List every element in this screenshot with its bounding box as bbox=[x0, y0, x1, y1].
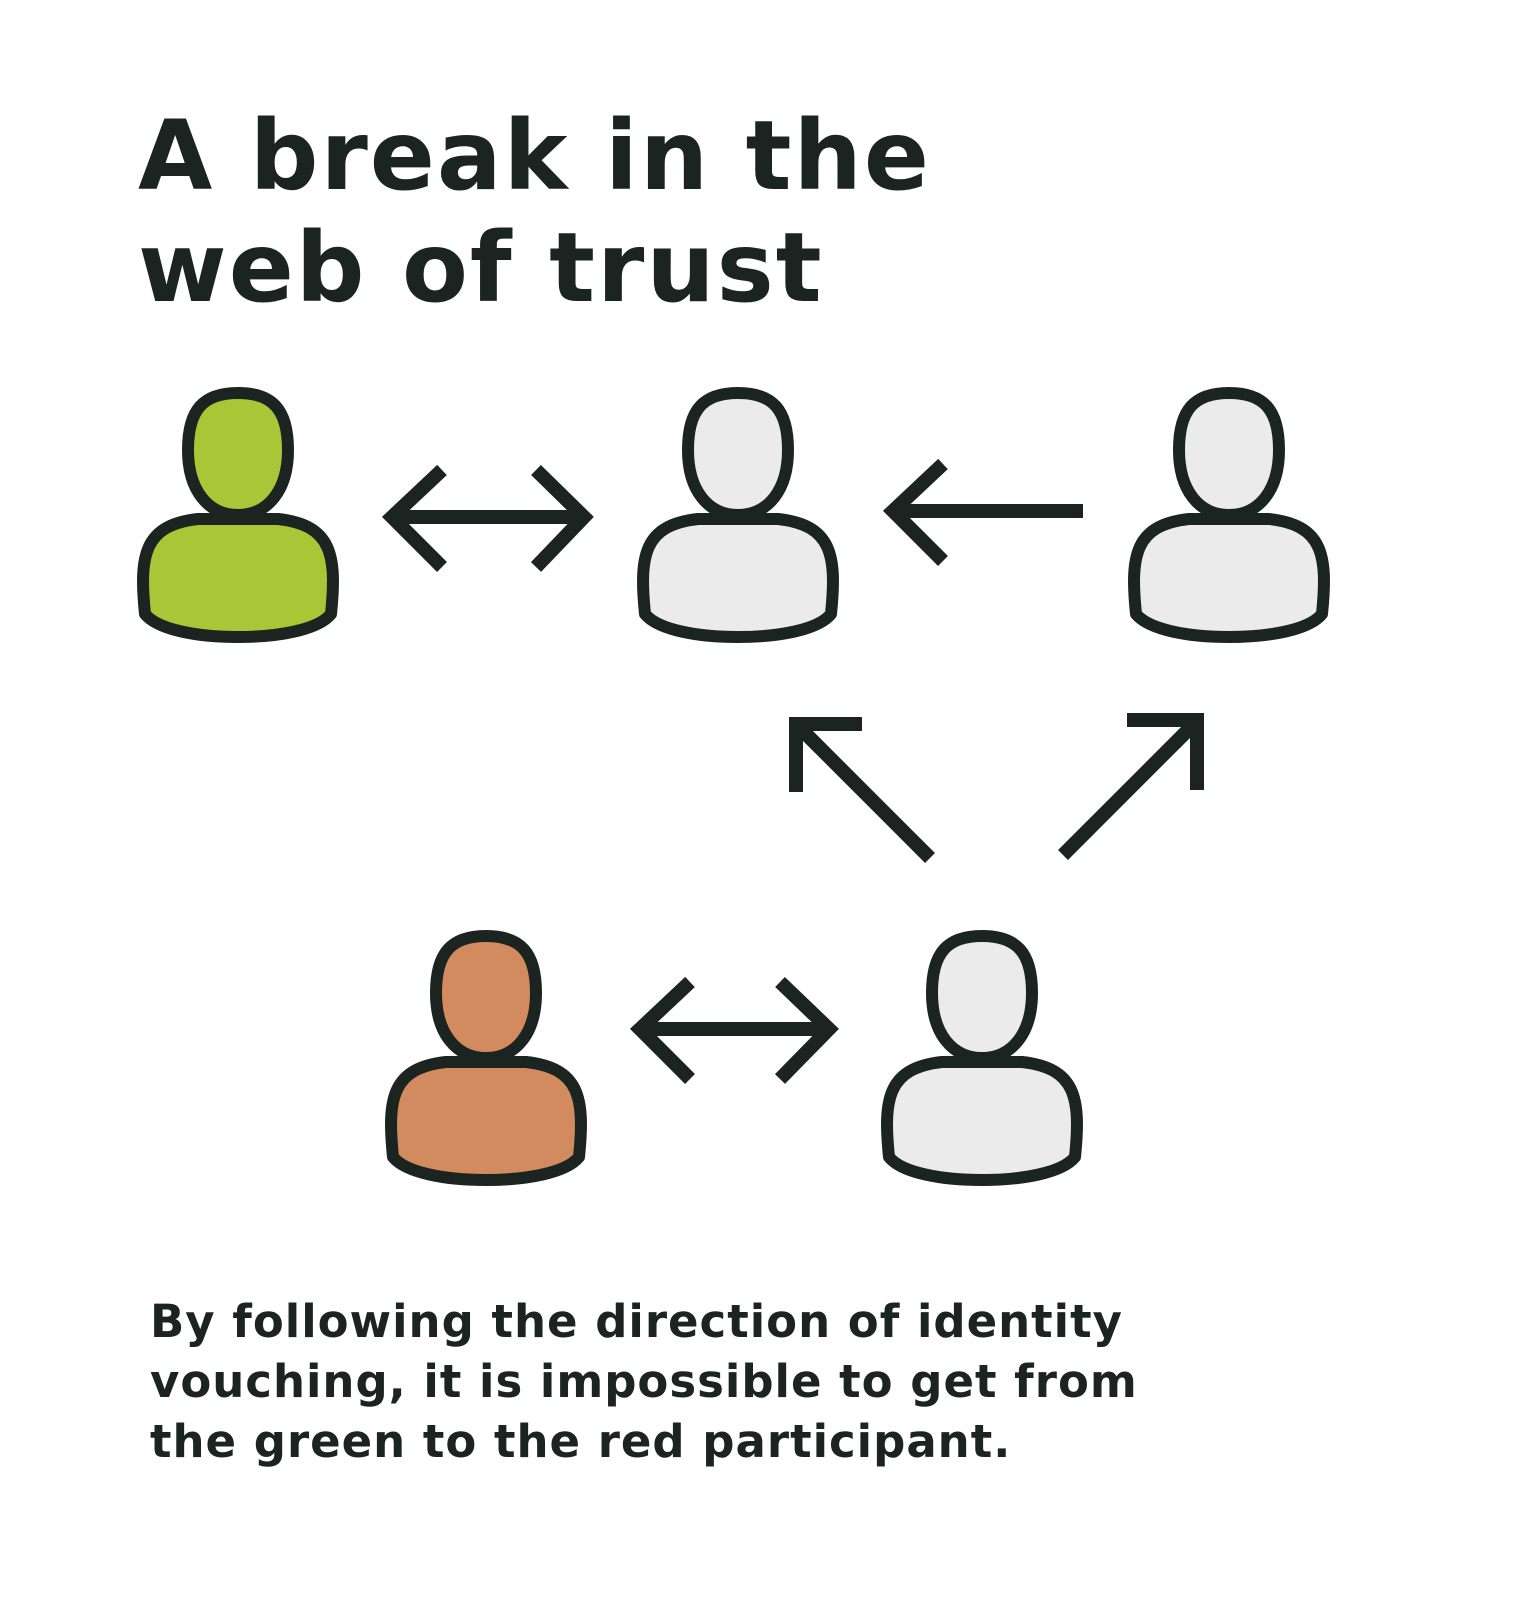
participant-neutral-1-icon bbox=[643, 393, 833, 637]
title-line-1: A break in the bbox=[138, 100, 931, 212]
arrow-up-right-icon bbox=[1058, 713, 1204, 860]
bidirectional-arrow-top-icon bbox=[381, 464, 594, 572]
caption-line-3: the green to the red participant. bbox=[150, 1415, 1012, 1468]
participant-neutral-3-icon bbox=[887, 936, 1077, 1180]
arrow-left-icon bbox=[882, 458, 1083, 566]
participant-neutral-2-icon bbox=[1134, 393, 1324, 637]
caption: By following the direction of identity v… bbox=[150, 1292, 1138, 1472]
caption-line-1: By following the direction of identity bbox=[150, 1295, 1123, 1348]
participant-red-icon bbox=[391, 936, 581, 1180]
page-title: A break in the web of trust bbox=[138, 100, 931, 324]
bidirectional-arrow-bottom-icon bbox=[629, 976, 839, 1084]
caption-line-2: vouching, it is impossible to get from bbox=[150, 1355, 1138, 1408]
arrow-up-left-icon bbox=[789, 717, 935, 863]
title-line-2: web of trust bbox=[138, 212, 824, 324]
participant-green-icon bbox=[143, 393, 333, 637]
